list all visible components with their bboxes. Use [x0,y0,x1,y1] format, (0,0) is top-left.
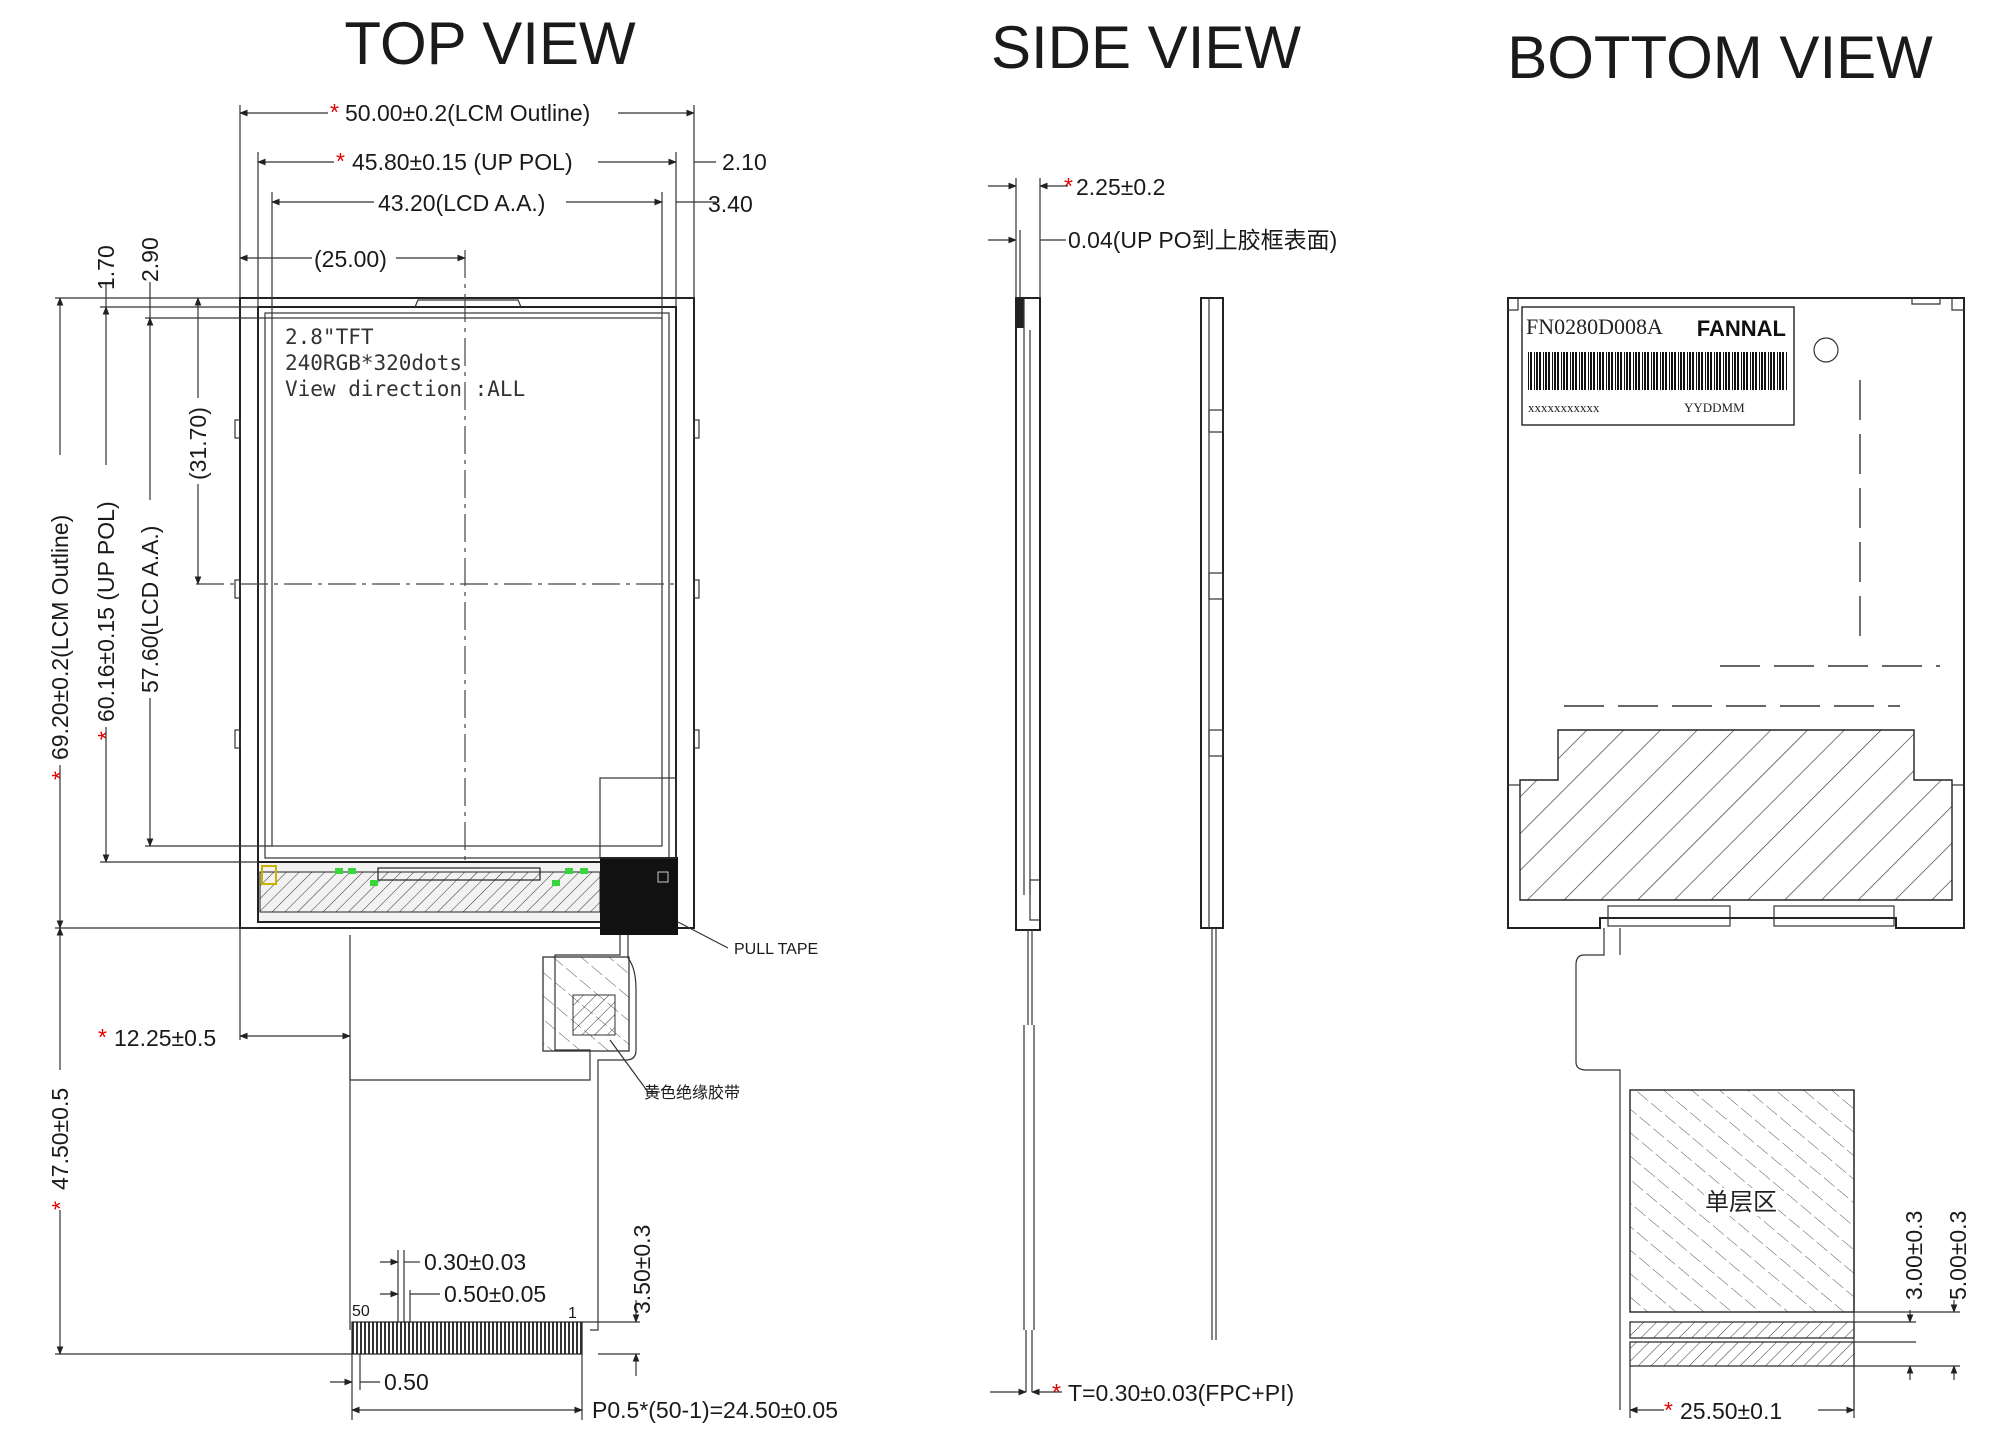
lcm-height-dim: 69.20±0.2(LCM Outline) [47,515,73,760]
driver-ic [377,867,541,881]
bottom-dim-3: 3.00±0.3 [1901,1211,1927,1300]
top-view-title: TOP VIEW [344,10,636,77]
svg-text:*: * [93,731,119,740]
bottom-view-title: BOTTOM VIEW [1507,24,1933,91]
aa-height-dim: 57.60(LCD A.A.) [137,526,163,693]
fpc-offset-dim: 12.25±0.5 [114,1025,216,1051]
bottom-lcm-outline [1507,297,1965,929]
side-po-gap-dim: 0.04(UP PO到上胶框表面) [1068,227,1337,253]
offset-170-dim: 1.70 [93,245,119,290]
side-profile-2 [1200,297,1224,929]
stiffener-2 [1629,1341,1855,1367]
svg-text:*: * [98,1024,107,1050]
label-barcode [1528,352,1788,390]
pull-tape-label: PULL TAPE [734,941,818,958]
lcm-outline [239,297,695,929]
panel-direction-text: View direction :ALL [285,377,525,401]
yellow-tape-label: 黄色绝缘胶带 [644,1084,740,1102]
panel-resolution-text: 240RGB*320dots [285,351,462,375]
stiffener-length-dim: 3.50±0.3 [629,1225,655,1314]
active-area [271,317,663,847]
pull-tape [600,857,678,935]
pin-1-label: 1 [568,1305,577,1322]
pin-span-dim: P0.5*(50-1)=24.50±0.05 [592,1397,838,1423]
bottom-fpc-left [1575,928,1621,1090]
pin-50-label: 50 [352,1303,370,1320]
label-brand: FANNAL [1697,316,1786,341]
stiffener-1 [1629,1321,1855,1339]
pol-height-dim: 60.16±0.15 (UP POL) [93,501,119,722]
pin-edge-dim: 0.50 [384,1369,429,1395]
fpc-bond-area [259,871,601,913]
hole-icon [1813,337,1839,363]
svg-text:*: * [1064,173,1073,199]
pol-inner [264,312,670,859]
offset-290-dim: 2.90 [137,237,163,282]
pol-width-dim: 45.80±0.15 (UP POL) [352,149,573,175]
fpc-pins [351,1321,583,1355]
single-layer-label: 单层区 [1705,1189,1777,1216]
side-view-title: SIDE VIEW [991,14,1301,81]
svg-text:*: * [336,148,345,174]
offset-340-dim: 3.40 [708,191,753,217]
label-part-number: FN0280D008A [1526,314,1663,339]
svg-text:*: * [47,1201,73,1210]
side-view: * 2.25±0.2 0.04(UP PO到上胶框表面) * T=0.30±0.… [988,173,1337,1406]
label-serial: xxxxxxxxxxx [1528,400,1600,415]
svg-text:*: * [47,771,73,780]
side-panel-body [1015,297,1041,931]
side-fpc-thickness-dim: T=0.30±0.03(FPC+PI) [1068,1380,1294,1406]
bottom-hatched-area [1519,729,1953,901]
label-date: YYDDMM [1684,400,1745,415]
center-y-dim: (31.70) [185,407,211,480]
aa-width-dim: 43.20(LCD A.A.) [378,190,545,216]
lcm-width-dim: 50.00±0.2(LCM Outline) [345,100,590,126]
svg-text:*: * [1052,1379,1061,1405]
center-x-dim: (25.00) [314,246,387,272]
bottom-fpc-width-dim: 25.50±0.1 [1680,1398,1782,1424]
top-view: PULL TAPE 黄色绝缘胶带 50 1 2.8"TFT 240RGB*320… [44,97,838,1423]
fpc-right-edge [590,935,637,1331]
svg-text:*: * [1664,1397,1673,1423]
fpc-length-dim: 47.50±0.5 [47,1088,73,1190]
bottom-dim-5: 5.00±0.3 [1945,1211,1971,1300]
top-notch [414,299,522,308]
panel-size-text: 2.8"TFT [285,325,374,349]
pin-pitch-dim: 0.50±0.05 [444,1281,546,1307]
side-thickness-dim: 2.25±0.2 [1076,174,1165,200]
pull-tape-outline [599,777,677,859]
offset-210-dim: 2.10 [722,149,767,175]
pin-width-dim: 0.30±0.03 [424,1249,526,1275]
svg-text:*: * [330,99,339,125]
bottom-view: FN0280D008A FANNAL xxxxxxxxxxx YYDDMM 单层… [1507,297,1971,1424]
yellow-tape-detail [572,994,616,1036]
